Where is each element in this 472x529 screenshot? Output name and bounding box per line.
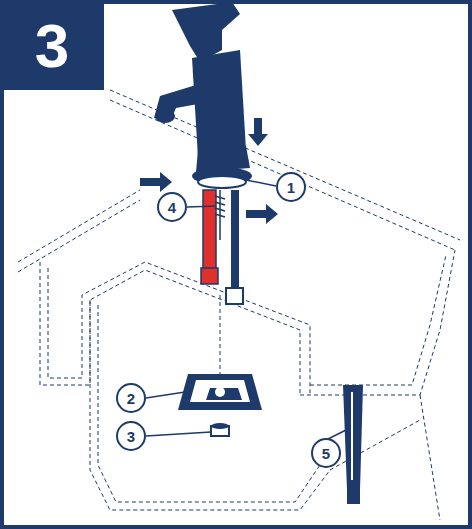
mounting-tool [343, 385, 363, 504]
callout-number: 4 [157, 192, 187, 222]
callout-text: 4 [168, 199, 176, 216]
cold-hose-nut [226, 288, 243, 304]
callout-number: 3 [116, 421, 146, 451]
gasket [198, 176, 246, 188]
callout-text: 1 [287, 179, 295, 196]
step-number: 3 [35, 10, 69, 81]
nut [211, 423, 229, 436]
threaded-stud [215, 190, 225, 240]
faucet-body [154, 2, 252, 185]
callout-number: 5 [311, 438, 341, 468]
callout-number: 1 [276, 172, 306, 202]
motion-arrows [140, 118, 278, 224]
leader-lines [146, 180, 346, 440]
cold-hose [231, 190, 239, 290]
callout-text: 3 [127, 428, 135, 445]
sink-outline [18, 90, 460, 520]
callout-text: 2 [127, 390, 135, 407]
step-number-box: 3 [0, 0, 104, 90]
callout-number: 2 [116, 383, 146, 413]
mounting-plate [178, 374, 262, 410]
hot-hose-nut [201, 268, 218, 284]
callout-text: 5 [322, 445, 330, 462]
